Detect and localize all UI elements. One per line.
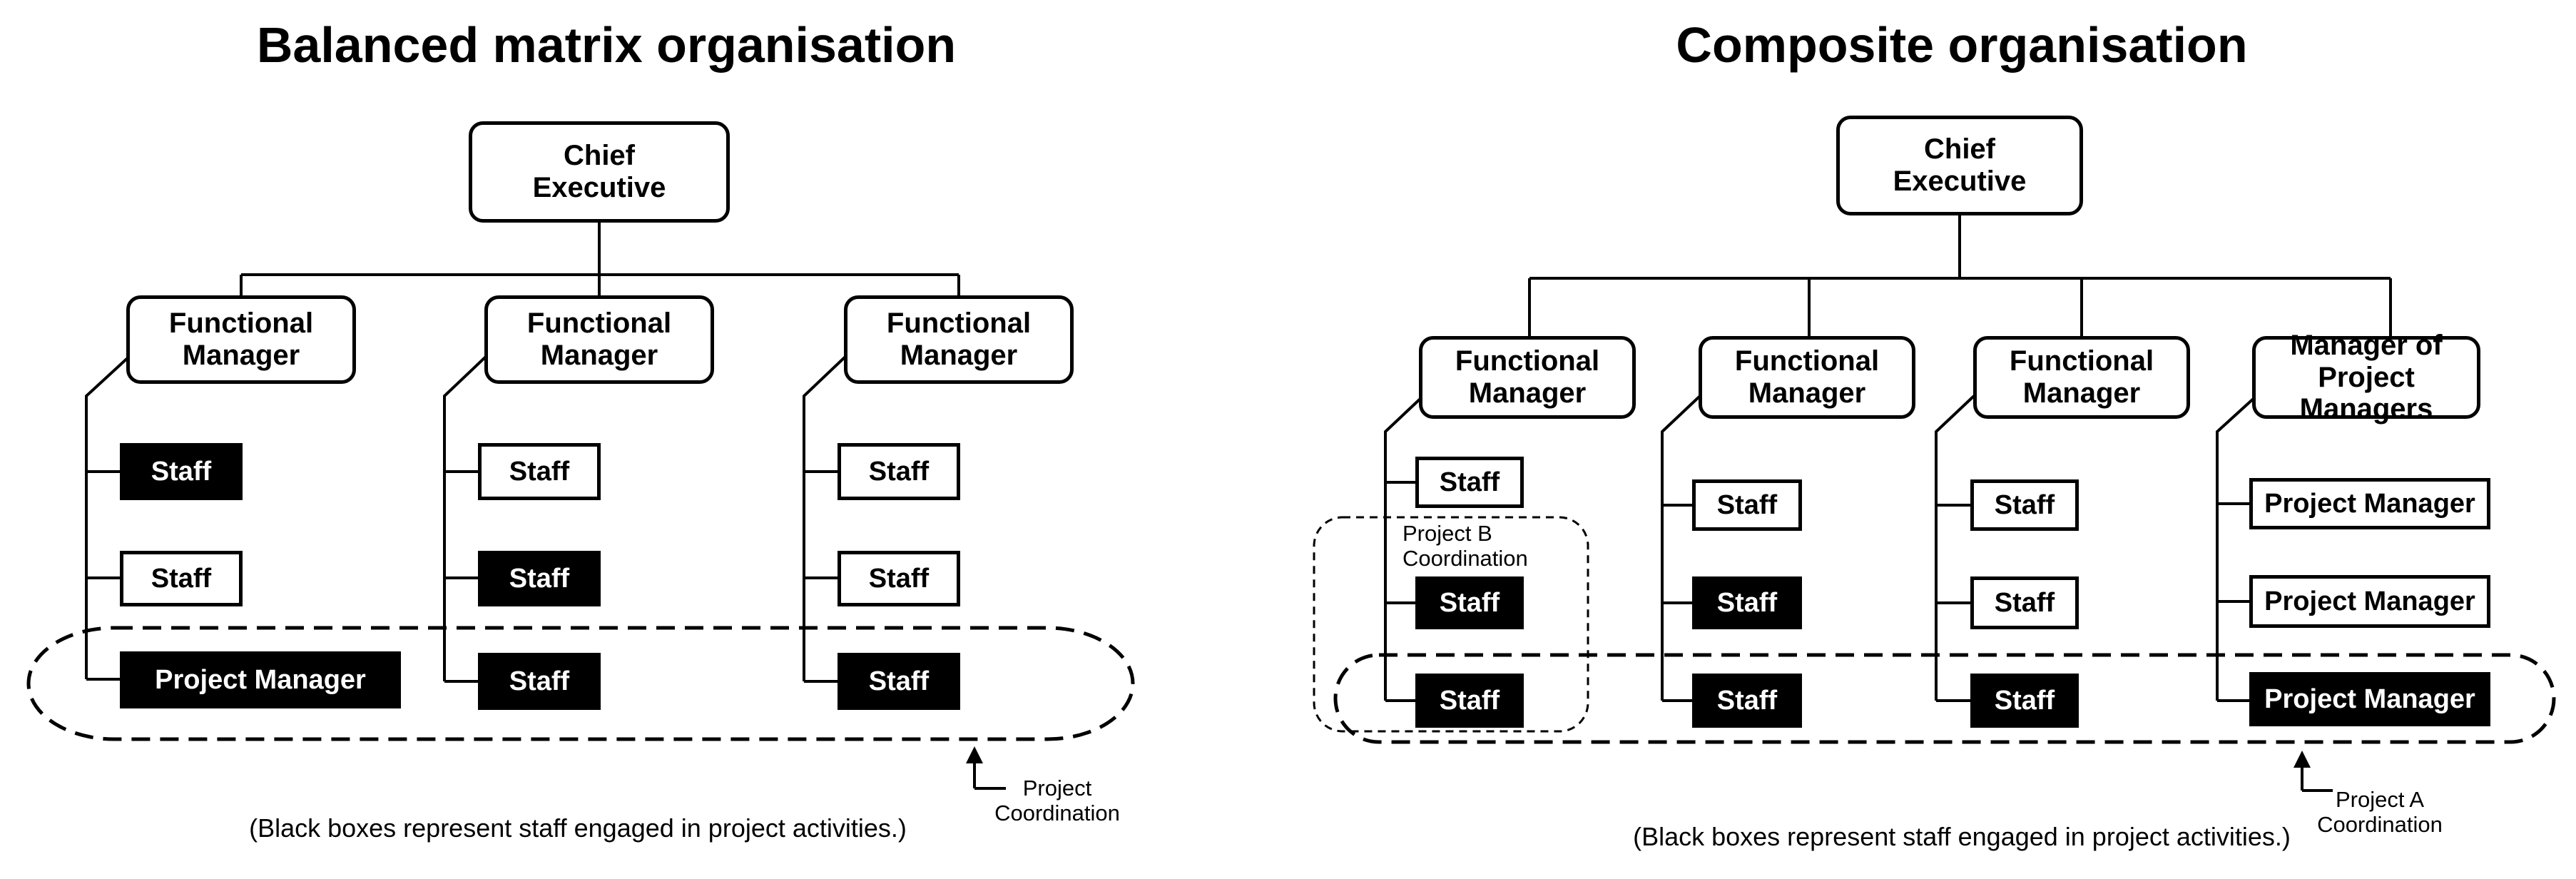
right-col4-spine [2216, 395, 2258, 701]
left-arrow-head-icon [966, 746, 983, 763]
right-manager-of-project-managers-box: Manager of Project Managers [2252, 330, 2480, 425]
right-col1-staff-box: Staff [1415, 674, 1524, 728]
right-project-b-coordination-label: Project B Coordination [1402, 521, 1528, 571]
right-col4-project-manager-box: Project Manager [2249, 478, 2490, 529]
right-col2-staff-box: Staff [1692, 576, 1802, 629]
right-chief-executive-box: Chief Executive [1836, 116, 2083, 215]
left-col1-staff-box: Staff [120, 551, 243, 606]
left-col2-spine [443, 354, 489, 681]
right-arrow-head-icon [2294, 751, 2311, 768]
left-legend-note: (Black boxes represent staff engaged in … [249, 813, 907, 843]
left-functional-manager-box-2: Functional Manager [484, 295, 714, 384]
right-functional-manager-box-2: Functional Manager [1699, 336, 1915, 419]
left-diagram-title: Balanced matrix organisation [256, 17, 957, 73]
right-project-a-coordination-label: Project A Coordination [2317, 787, 2443, 837]
right-col3-staff-box: Staff [1970, 674, 2079, 728]
left-col2-staff-box: Staff [478, 551, 601, 606]
right-project-b-coordination-outline [1313, 516, 1589, 733]
left-project-coordination-label: Project Coordination [994, 776, 1120, 825]
left-col1-staff-box: Staff [120, 443, 243, 500]
right-col1-spine [1384, 395, 1425, 701]
right-col4-project-manager-box: Project Manager [2249, 672, 2490, 726]
left-col1-project-manager-box: Project Manager [120, 651, 401, 708]
right-col3-staff-box: Staff [1970, 479, 2079, 531]
right-project-a-coordination-outline [1333, 653, 2556, 744]
right-legend-note: (Black boxes represent staff engaged in … [1633, 822, 2291, 851]
right-col3-staff-box: Staff [1970, 576, 2079, 629]
left-project-coordination-outline [26, 626, 1135, 741]
left-col3-staff-box: Staff [838, 653, 960, 710]
left-col1-spine [85, 354, 132, 679]
right-functional-manager-box-3: Functional Manager [1973, 336, 2190, 419]
right-col3-spine [1935, 395, 1975, 701]
left-col3-staff-box: Staff [838, 551, 960, 606]
left-chief-executive-box: Chief Executive [469, 121, 730, 223]
right-col1-staff-box: Staff [1415, 457, 1524, 508]
right-functional-manager-box-1: Functional Manager [1419, 336, 1636, 419]
left-col2-staff-box: Staff [478, 443, 601, 500]
left-functional-manager-box-1: Functional Manager [126, 295, 356, 384]
right-col2-staff-box: Staff [1692, 479, 1802, 531]
right-col4-project-manager-box: Project Manager [2249, 575, 2490, 628]
left-functional-manager-box-3: Functional Manager [844, 295, 1074, 384]
right-diagram-title: Composite organisation [1676, 17, 2248, 73]
left-col3-spine [803, 354, 848, 681]
right-col2-staff-box: Staff [1692, 674, 1802, 728]
right-col2-spine [1661, 395, 1701, 701]
left-col2-staff-box: Staff [478, 653, 601, 710]
left-col3-staff-box: Staff [838, 443, 960, 500]
right-col1-staff-box: Staff [1415, 576, 1524, 629]
